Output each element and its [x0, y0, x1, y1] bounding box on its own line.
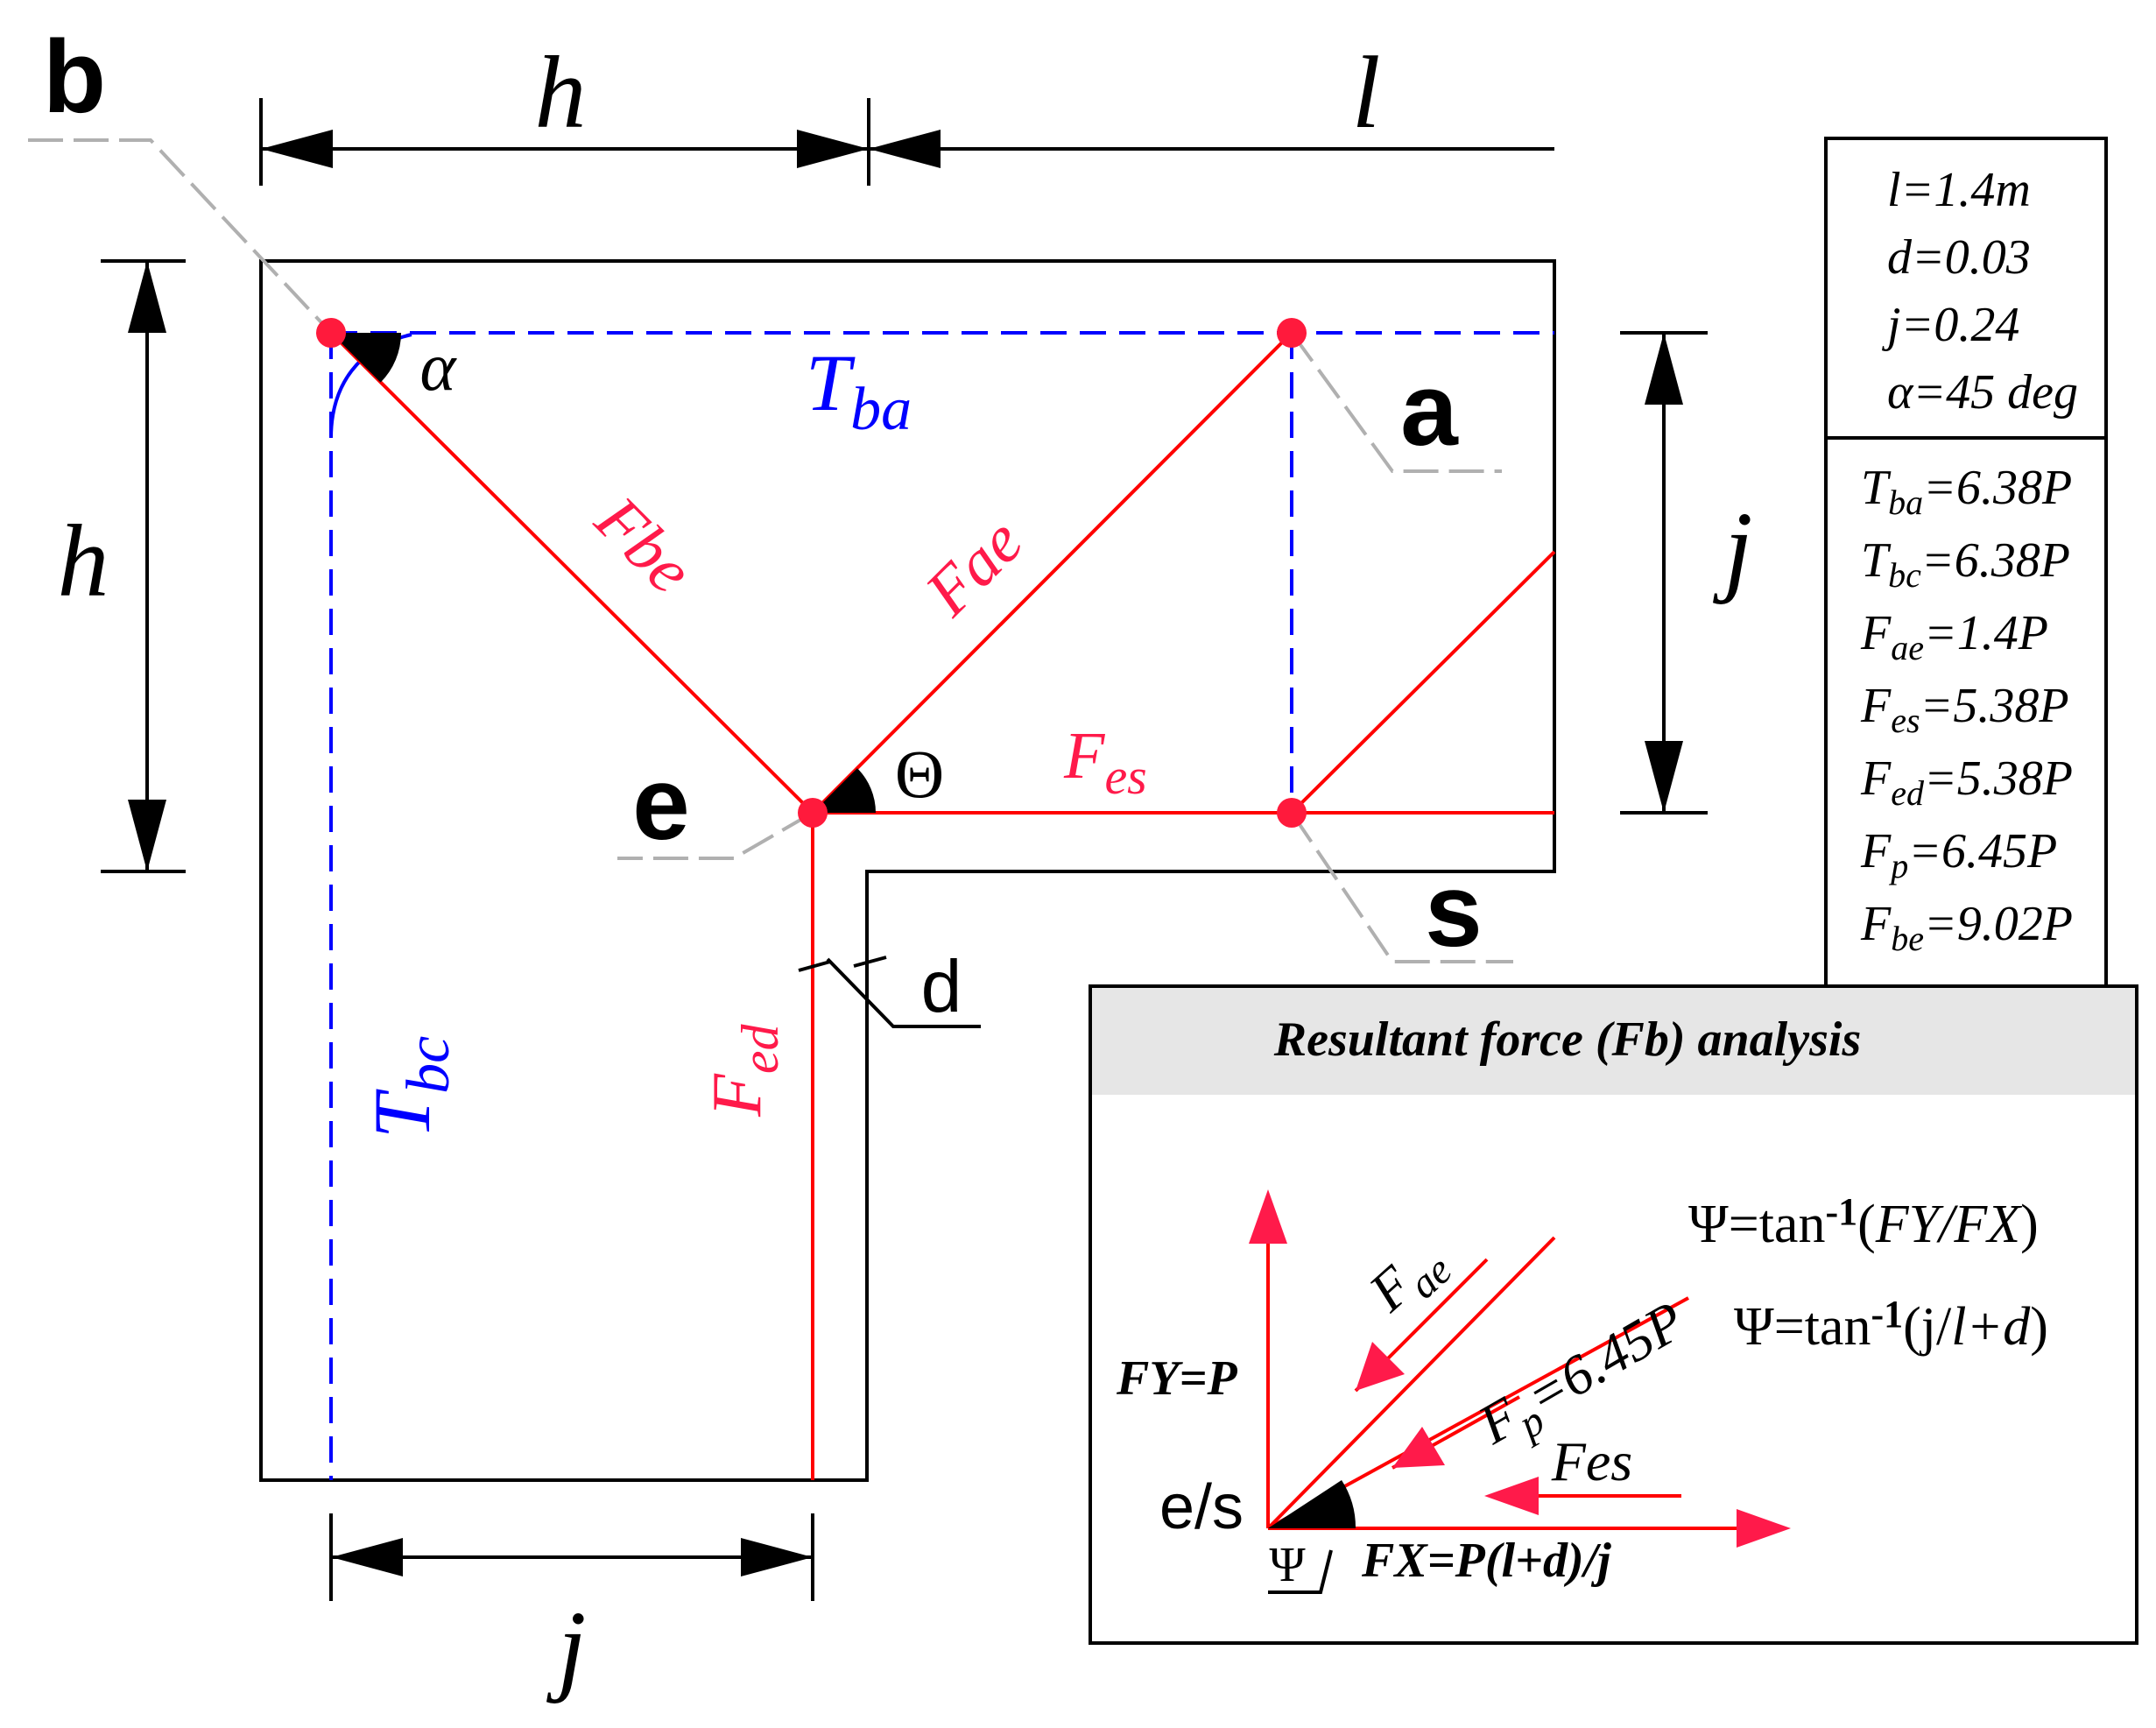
panel-eq-1: Ψ=tan-1(FY/FX) [1688, 1190, 2039, 1254]
fes-arrowhead [1484, 1477, 1539, 1515]
panel-eq-2: Ψ=tan-1(j/l+d) [1734, 1293, 2048, 1357]
dim-label-top-h: h [535, 35, 587, 150]
result-fes: Fes=5.38P [1860, 679, 2069, 740]
dim-label-right-j: j [1713, 490, 1753, 605]
psi-wedge [1268, 1480, 1356, 1528]
fy-arrowhead [1249, 1189, 1287, 1244]
param-l: l=1.4m [1887, 163, 2031, 217]
node-e [798, 798, 828, 828]
label-tba: Tba [806, 338, 912, 443]
psi-bracket [1268, 1549, 1333, 1594]
dim-label-left-h: h [58, 504, 109, 618]
param-table [1824, 137, 2108, 988]
fae-arrowhead [1356, 1342, 1405, 1391]
angle-alpha: α [420, 328, 458, 405]
d-marker [798, 956, 981, 1028]
dim-label-top-l: l [1352, 35, 1381, 150]
result-tbc: Tbc=6.38P [1861, 533, 2070, 595]
left-dimension-arrows [128, 261, 166, 871]
panel-label-origin: e/s [1159, 1472, 1244, 1542]
psi-line [1266, 1236, 1556, 1530]
panel-label-fx: FX=P(l+d)/j [1361, 1534, 1611, 1588]
node-a [1277, 318, 1307, 348]
node-b [316, 318, 346, 348]
struts [329, 331, 1556, 1480]
fx-arrowhead [1737, 1509, 1791, 1548]
leader-lines [28, 138, 1513, 963]
result-fae: Fae=1.4P [1860, 606, 2048, 667]
dim-label-bottom-j: j [546, 1590, 587, 1704]
label-fes: Fes [1063, 719, 1147, 805]
ties [329, 331, 1554, 1480]
panel-label-fes: Fes [1551, 1430, 1632, 1492]
right-dimension-arrows [1645, 333, 1683, 813]
label-tbc: Tbc [357, 1036, 462, 1139]
strut-s-out [1290, 550, 1556, 815]
node-label-e: e [632, 746, 690, 862]
bottom-dimension [329, 1513, 814, 1601]
result-tba: Tba=6.38P [1861, 461, 2072, 522]
param-alpha: α=45 deg [1887, 365, 2078, 420]
strut-ae [811, 331, 1293, 815]
results-list: Tba=6.38P Tbc=6.38P Fae=1.4P Fes=5.38P F… [1860, 461, 2073, 958]
right-dimension [1620, 331, 1708, 815]
theta-wedge [813, 768, 876, 813]
param-j: j=0.24 [1882, 298, 2019, 352]
top-dimension-arrows [261, 130, 941, 168]
force-arrowheads [1249, 1189, 1791, 1548]
result-fbe: Fbe=9.02P [1860, 897, 2073, 958]
label-fae: Fae [911, 504, 1037, 631]
member-outline [259, 259, 1556, 1482]
label-fbe: Fbe [581, 482, 707, 608]
bottom-dimension-arrows [331, 1538, 813, 1576]
angle-theta: Θ [895, 736, 944, 812]
result-fed: Fed=5.38P [1860, 751, 2073, 813]
fp-arrowhead [1392, 1427, 1445, 1468]
node-label-b: b [43, 19, 106, 135]
param-d: d=0.03 [1887, 230, 2031, 285]
resultant-panel [1089, 984, 2138, 1645]
strut-be [329, 331, 814, 815]
panel-label-psi: Ψ [1269, 1538, 1306, 1592]
dim-label-d: d [921, 945, 962, 1027]
left-dimension [101, 259, 186, 873]
label-fed: Fed [699, 1023, 789, 1118]
node-s [1277, 798, 1307, 828]
node-label-s: s [1425, 853, 1483, 969]
nodes [316, 318, 1307, 828]
result-fp: Fp=6.45P [1860, 824, 2057, 885]
panel-label-fy: FY=P [1116, 1351, 1237, 1406]
resultant-panel-header [1092, 988, 2135, 1095]
param-list: l=1.4m d=0.03 j=0.24 α=45 deg [1882, 163, 2078, 420]
node-label-a: a [1400, 352, 1459, 468]
resultant-panel-title: Resultant force (Fb) analysis [1273, 1012, 1861, 1067]
alpha-wedge [331, 333, 402, 383]
